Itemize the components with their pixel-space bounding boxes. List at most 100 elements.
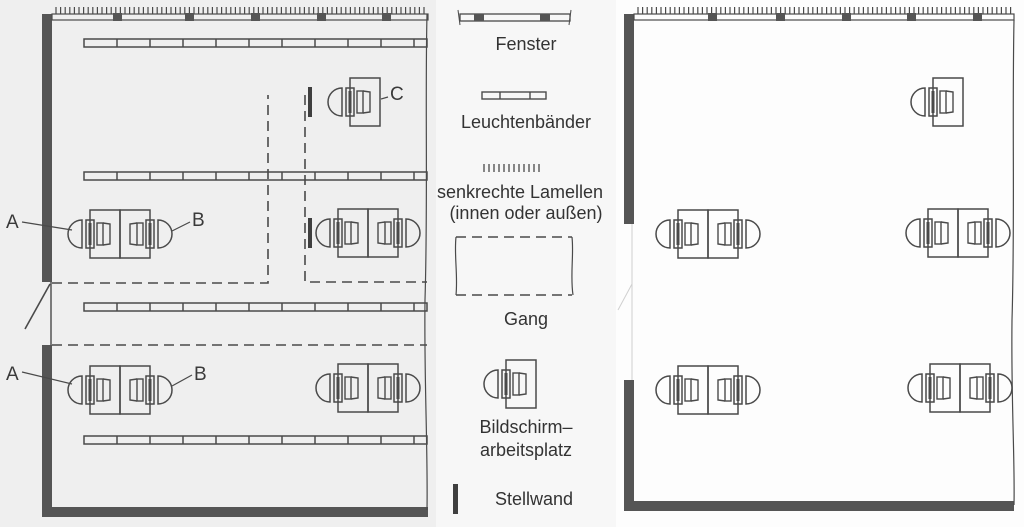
window-icon	[457, 9, 572, 26]
desk	[119, 365, 151, 415]
legend-label-stellwand: Stellwand	[494, 489, 574, 509]
window-mullion	[907, 13, 916, 21]
keyboard	[940, 221, 949, 245]
legend-icons	[453, 9, 574, 514]
window-mullion	[113, 13, 122, 21]
door-leaf	[617, 283, 633, 311]
desk	[505, 359, 537, 409]
workstation-a	[655, 209, 709, 259]
workstation-b	[957, 208, 1011, 258]
chair-icon	[907, 373, 923, 403]
workstation-b	[959, 363, 1013, 413]
partition-wall-icon	[453, 484, 458, 514]
document-holder	[724, 222, 732, 246]
monitor-icon	[985, 373, 995, 403]
door-leaf	[24, 283, 51, 330]
chair-icon	[67, 219, 83, 249]
keyboard	[717, 378, 726, 402]
cut-edge	[1011, 19, 1015, 506]
chair-icon	[405, 218, 421, 248]
document-holder	[96, 222, 104, 246]
keyboard	[690, 378, 699, 402]
window-frame	[633, 13, 1015, 21]
light-strip	[83, 302, 428, 312]
window-mullion	[382, 13, 391, 21]
partition-wall-icon	[308, 87, 312, 117]
keyboard	[969, 376, 978, 400]
light-strip-icon	[481, 91, 547, 100]
monitor-icon	[673, 375, 683, 405]
leader-line-a-top	[21, 221, 73, 231]
workstation-pair-lower-right	[907, 363, 1013, 413]
wall-left-upper	[42, 14, 52, 282]
keyboard	[350, 376, 359, 400]
vertical-louvres-icon	[483, 164, 540, 172]
desk	[367, 363, 399, 413]
light-strip-frame	[83, 302, 428, 312]
cut-edge	[424, 13, 428, 511]
document-holder	[724, 378, 732, 402]
keyboard	[129, 222, 138, 246]
leader-line-c	[380, 96, 389, 100]
keyboard	[362, 90, 371, 114]
document-holder	[936, 376, 944, 400]
light-strip-frame	[83, 171, 428, 181]
monitor-icon	[393, 218, 403, 248]
chair-icon	[995, 218, 1011, 248]
label-a-top: A	[6, 212, 19, 233]
window-mullion	[973, 13, 982, 21]
keyboard	[102, 222, 111, 246]
chair-icon	[745, 219, 761, 249]
monitor-icon	[733, 219, 743, 249]
workstation-c	[327, 77, 381, 127]
leader-line-a-bottom	[21, 371, 73, 385]
chair-icon	[315, 373, 331, 403]
chair-icon	[327, 87, 343, 117]
light-strip	[83, 171, 428, 181]
monitor-icon	[393, 373, 403, 403]
wall-bottom	[624, 501, 1014, 511]
monitor-icon	[145, 219, 155, 249]
legend-label-bildschirm-1: Bildschirm–	[479, 417, 573, 437]
monitor-icon	[983, 218, 993, 248]
workstation-single	[910, 77, 964, 127]
keyboard	[377, 376, 386, 400]
right-floor-plan	[616, 0, 1024, 527]
window-mullion	[185, 13, 194, 21]
document-holder	[356, 90, 364, 114]
workstation-pair-top-left	[67, 209, 173, 259]
desk	[349, 77, 381, 127]
desk	[959, 363, 991, 413]
wall-left-upper	[624, 14, 634, 224]
window-mullion	[474, 14, 484, 21]
aisle-left-edge	[454, 236, 458, 296]
document-holder	[136, 222, 144, 246]
workstation-pair-top-right	[315, 208, 421, 258]
window-band	[633, 7, 1015, 21]
document-holder	[934, 221, 942, 245]
monitor-icon	[928, 87, 938, 117]
document-holder	[344, 221, 352, 245]
legend-label-gang: Gang	[503, 309, 549, 329]
light-strip-frame	[83, 435, 428, 445]
monitor-icon	[733, 375, 743, 405]
aisle-boundary-left	[52, 95, 269, 284]
light-strip-frame	[83, 38, 428, 48]
workstation-a	[67, 365, 121, 415]
monitor-icon	[333, 218, 343, 248]
workstation-a	[905, 208, 959, 258]
monitor-icon	[85, 375, 95, 405]
workstation-pair-bottom-left	[67, 365, 173, 415]
window-end	[568, 9, 572, 26]
document-holder	[976, 376, 984, 400]
aisle-boundary-right	[304, 95, 427, 283]
monitor-icon	[673, 219, 683, 249]
label-c: C	[390, 84, 404, 105]
window-frame	[51, 13, 429, 21]
desk	[957, 208, 989, 258]
workstation-a	[315, 208, 369, 258]
workstation-pair-upper-right	[905, 208, 1011, 258]
legend: Fenster Leuchtenbänder senkrechte Lamell…	[436, 0, 616, 527]
monitor-icon	[345, 87, 355, 117]
workstation-b	[707, 365, 761, 415]
